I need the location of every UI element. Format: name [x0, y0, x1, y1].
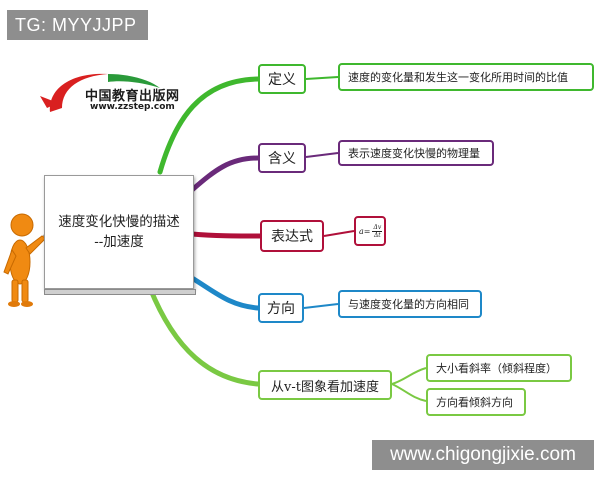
leaf-vt-direction[interactable]: 方向看倾斜方向	[426, 388, 526, 416]
logo-url: www.zzstep.com	[90, 102, 175, 112]
watermark-top-left: TG: MYYJJPP	[7, 10, 148, 40]
central-topic-line1: 速度变化快慢的描述	[58, 214, 180, 230]
connector-direction	[189, 275, 261, 311]
branch-node-definition[interactable]: 定义	[258, 64, 306, 94]
branch-node-vt-graph[interactable]: 从v-t图象看加速度	[258, 370, 392, 400]
leaf-definition[interactable]: 速度的变化量和发生这一变化所用时间的比值	[338, 63, 594, 91]
leaf-direction[interactable]: 与速度变化量的方向相同	[338, 290, 482, 318]
connector-expression	[189, 231, 263, 239]
leaf-vt-slope[interactable]: 大小看斜率（倾斜程度）	[426, 354, 572, 382]
branch-node-direction[interactable]: 方向	[258, 293, 304, 323]
branch-node-meaning[interactable]: 含义	[258, 143, 306, 173]
connector-definition	[157, 76, 261, 175]
central-topic-board[interactable]: 速度变化快慢的描述 --加速度	[44, 175, 196, 295]
formula-denominator: Δt	[373, 231, 381, 239]
board-tray	[44, 289, 196, 295]
connector-meaning	[189, 155, 261, 193]
logo-name: 中国教育出版网	[85, 89, 180, 104]
logo-swoosh-icon	[40, 73, 160, 112]
leaf-meaning[interactable]: 表示速度变化快慢的物理量	[338, 140, 494, 166]
formula-numerator: Δv	[372, 223, 383, 232]
connector-vt	[147, 285, 261, 387]
branch-node-expression[interactable]: 表达式	[260, 220, 324, 252]
acceleration-formula: a = Δv Δt	[359, 223, 383, 239]
leaf-formula[interactable]: a = Δv Δt	[354, 216, 386, 246]
watermark-bottom-right: www.chigongjixie.com	[372, 440, 594, 470]
central-topic-line2: --加速度	[94, 234, 144, 250]
